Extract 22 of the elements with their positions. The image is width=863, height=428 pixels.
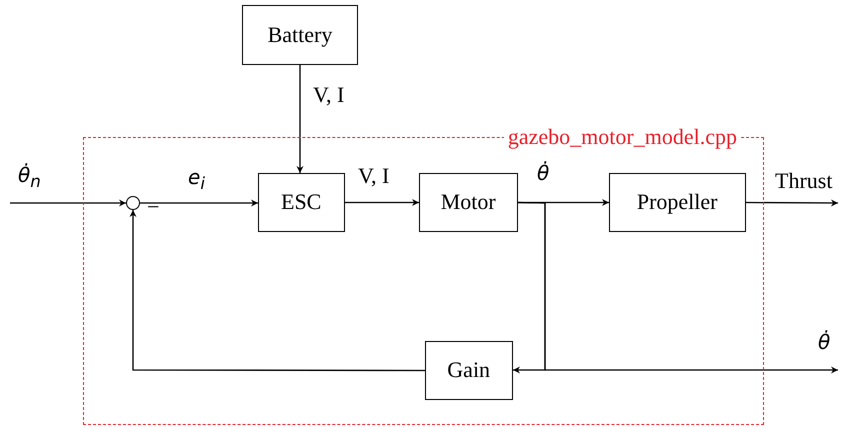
process-box: Battery [242,5,358,65]
edge-label: θ̇$_{n}$ [18,162,41,193]
sign-label: − [147,196,160,218]
process-box: ESC [258,172,345,232]
edge-label: e$_{i}$ [188,164,205,195]
group-title: gazebo_motor_model.cpp [504,126,741,148]
edge-label: θ̇ [818,329,830,355]
process-box: Motor [418,172,518,232]
edge-label: V, I [313,84,344,106]
process-box: Propeller [608,172,746,232]
arrow [518,202,838,374]
arrow [140,200,258,206]
edge-label: V, I [358,165,390,187]
arrow [345,199,419,206]
arrow [130,210,425,372]
process-box: Gain [424,340,513,400]
arrow [296,65,304,173]
edge-label: θ̇ [537,160,550,186]
edge-label: Thrust [775,170,832,192]
arrow [746,199,838,206]
arrow [10,200,126,206]
summing-junction-circle [126,196,140,210]
